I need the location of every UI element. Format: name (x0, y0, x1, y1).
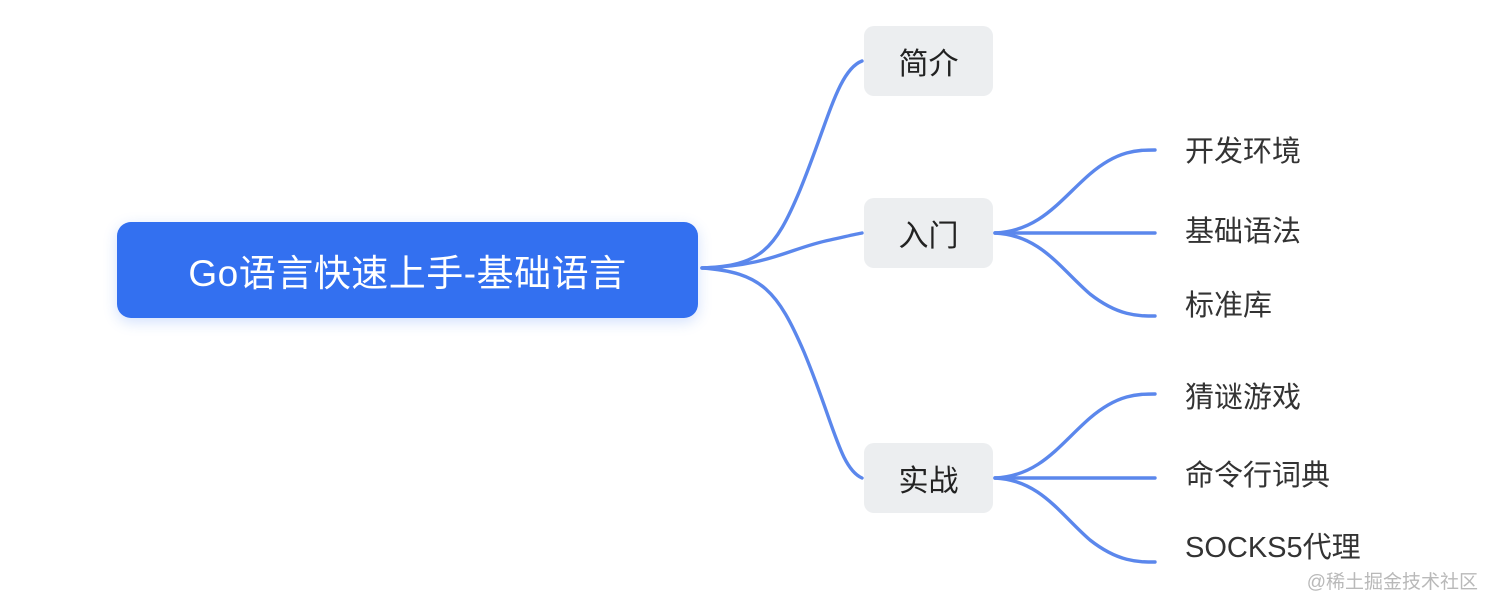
branch-node-label: 实战 (898, 465, 959, 498)
connector-branch-1-to-leaf-0 (993, 148, 1157, 235)
leaf-node-minglinghangcidian[interactable]: 命令行词典 (1185, 460, 1331, 492)
connector-branch-2-to-leaf-2 (993, 476, 1157, 564)
branch-node-rumen[interactable]: 入门 (864, 198, 993, 268)
leaf-node-jichuyufa[interactable]: 基础语法 (1185, 216, 1302, 248)
leaf-node-socks5daili[interactable]: SOCKS5代理 (1185, 532, 1361, 564)
branch-node-label: 入门 (898, 220, 959, 253)
connector-branch-2-to-leaf-0 (993, 392, 1157, 480)
leaf-node-caimiyouxi[interactable]: 猜谜游戏 (1185, 382, 1302, 414)
connector-root-to-branch-2 (700, 266, 864, 480)
root-node[interactable]: Go语言快速上手-基础语言 (117, 222, 698, 318)
branch-node-jianjie[interactable]: 简介 (864, 26, 993, 96)
branch-node-shizhan[interactable]: 实战 (864, 443, 993, 513)
connector-root-to-branch-0 (700, 59, 864, 270)
connector-branch-1-to-leaf-2 (993, 231, 1157, 318)
leaf-node-biaozhunku[interactable]: 标准库 (1185, 290, 1273, 322)
watermark: @稀土掘金技术社区 (1306, 572, 1478, 593)
leaf-node-kaifahuanjing[interactable]: 开发环境 (1185, 136, 1302, 168)
root-node-label: Go语言快速上手-基础语言 (188, 253, 627, 294)
branch-node-label: 简介 (898, 48, 959, 81)
connector-root-to-branch-1 (700, 231, 864, 270)
